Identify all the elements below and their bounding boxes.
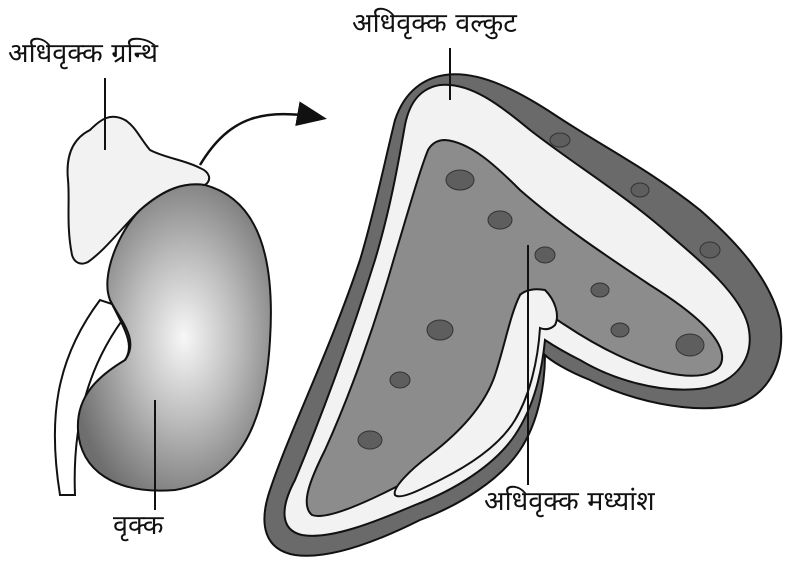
label-adrenal-cortex: अधिवृक्क वल्कुट (352, 10, 517, 37)
label-adrenal-gland: अधिवृक्क ग्रन्थि (8, 40, 158, 67)
label-kidney: वृक्क (113, 512, 163, 539)
label-adrenal-medulla: अधिवृक्क मध्यांश (484, 488, 655, 515)
arrow (200, 114, 322, 165)
